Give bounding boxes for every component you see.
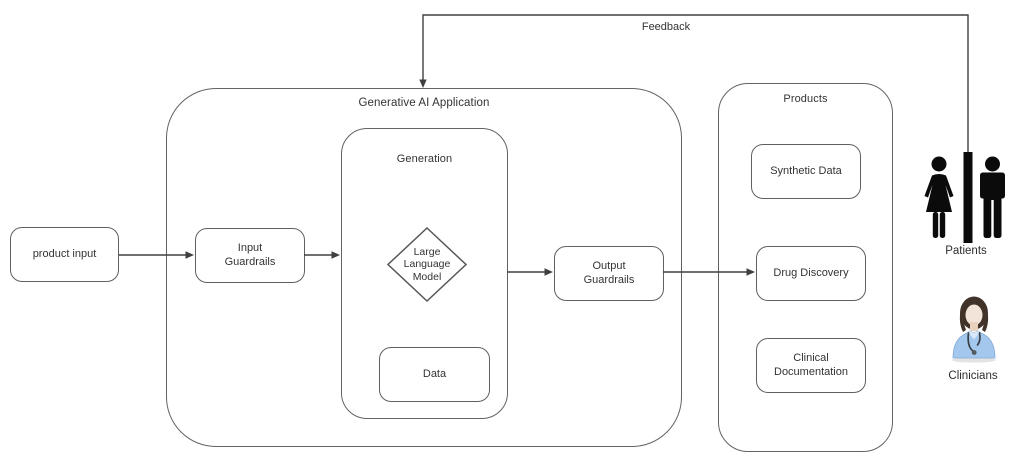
diamond-shape xyxy=(387,227,467,302)
node-synthetic-data: Synthetic Data xyxy=(751,144,861,199)
container-generative-ai-application: Generative AI Application Input Guardrai… xyxy=(166,88,682,447)
container-generation: Generation Large Language Model Data xyxy=(341,128,508,419)
large-language-model-label: Large Language Model xyxy=(403,245,451,283)
clinical-documentation-label: Clinical Documentation xyxy=(774,351,848,378)
patients-label: Patients xyxy=(945,245,987,257)
products-label: Products xyxy=(783,93,828,105)
clinicians-icon xyxy=(952,296,996,363)
node-drug-discovery: Drug Discovery xyxy=(756,246,866,301)
output-guardrails-label: Output Guardrails xyxy=(583,259,635,286)
node-data: Data xyxy=(379,347,490,402)
input-guardrails-label: Input Guardrails xyxy=(224,241,276,268)
data-label: Data xyxy=(422,367,447,380)
node-input-guardrails: Input Guardrails xyxy=(195,228,305,283)
generative-ai-application-label: Generative AI Application xyxy=(358,97,490,109)
product-input-label: product input xyxy=(32,247,97,260)
feedback-label: Feedback xyxy=(641,21,691,33)
clinicians-label: Clinicians xyxy=(948,370,998,382)
patients-icon xyxy=(924,152,1005,243)
synthetic-data-label: Synthetic Data xyxy=(770,164,842,177)
node-clinical-documentation: Clinical Documentation xyxy=(756,338,866,393)
generation-label: Generation xyxy=(396,153,453,165)
node-output-guardrails: Output Guardrails xyxy=(554,246,664,301)
container-products: Products Synthetic Data Drug Discovery C… xyxy=(718,83,893,452)
node-large-language-model: Large Language Model xyxy=(387,227,467,302)
node-product-input: product input xyxy=(10,227,119,282)
drug-discovery-label: Drug Discovery xyxy=(773,266,849,279)
